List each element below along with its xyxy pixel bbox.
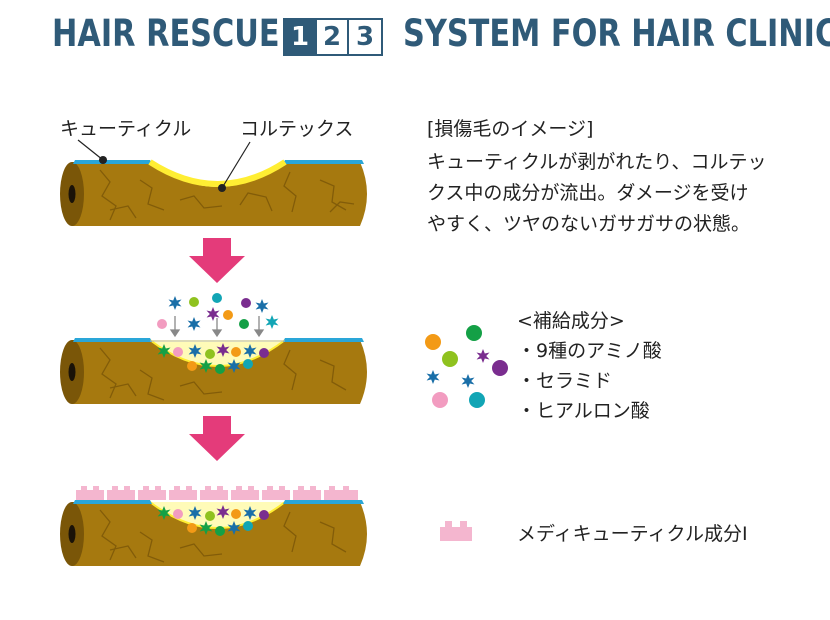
medi-cuticle-label: メディキューティクル成分Ⅰ (517, 523, 748, 545)
step-1: 1 (285, 20, 317, 54)
damaged-line-3: やすく、ツヤのないガサガサの状態。 (427, 213, 751, 235)
label-cortex: コルテックス (240, 118, 354, 140)
supplement-item-hyaluronic: ・ヒアルロン酸 (517, 400, 650, 422)
supplement-item-ceramide: ・セラミド (517, 370, 613, 392)
damaged-heading: [損傷毛のイメージ] (427, 118, 594, 140)
supplement-legend-dots (425, 325, 508, 408)
supplement-list: <補給成分> ・9種のアミノ酸 ・セラミド ・ヒアルロン酸 (517, 306, 662, 426)
medi-cuticle-legend-icon (440, 521, 472, 541)
step-3: 3 (355, 22, 375, 52)
title-hair-rescue: HAIR RESCUE (52, 12, 280, 55)
supplement-heading: <補給成分> (517, 310, 625, 332)
arrow-down-2 (189, 416, 245, 461)
damaged-line-2: クス中の成分が流出。ダメージを受け (427, 182, 749, 204)
arrow-down-1 (189, 238, 245, 283)
supplement-item-amino: ・9種のアミノ酸 (517, 340, 662, 362)
leader-lines (77, 139, 251, 192)
hair-strand-supplement (60, 338, 367, 404)
hair-strand-repaired (60, 486, 367, 566)
cuticle-pointer-dot (99, 156, 107, 164)
damaged-line-1: キューティクルが剥がれたり、コルテッ (427, 151, 767, 173)
hair-strand-damaged (60, 159, 367, 226)
step-2: 2 (317, 20, 349, 54)
title-system: SYSTEM FOR HAIR CLINIC (403, 12, 830, 55)
header: HAIR RESCUE 1 2 3 SYSTEM FOR HAIR CLINIC (0, 0, 830, 70)
step-indicator: 1 2 3 (283, 18, 383, 56)
damaged-description: キューティクルが剥がれたり、コルテッ クス中の成分が流出。ダメージを受け やすく… (427, 147, 767, 240)
label-cuticle: キューティクル (60, 118, 192, 140)
falling-components (157, 293, 279, 338)
cortex-pointer-dot (218, 184, 226, 192)
medi-cuticle-coating (76, 486, 358, 500)
